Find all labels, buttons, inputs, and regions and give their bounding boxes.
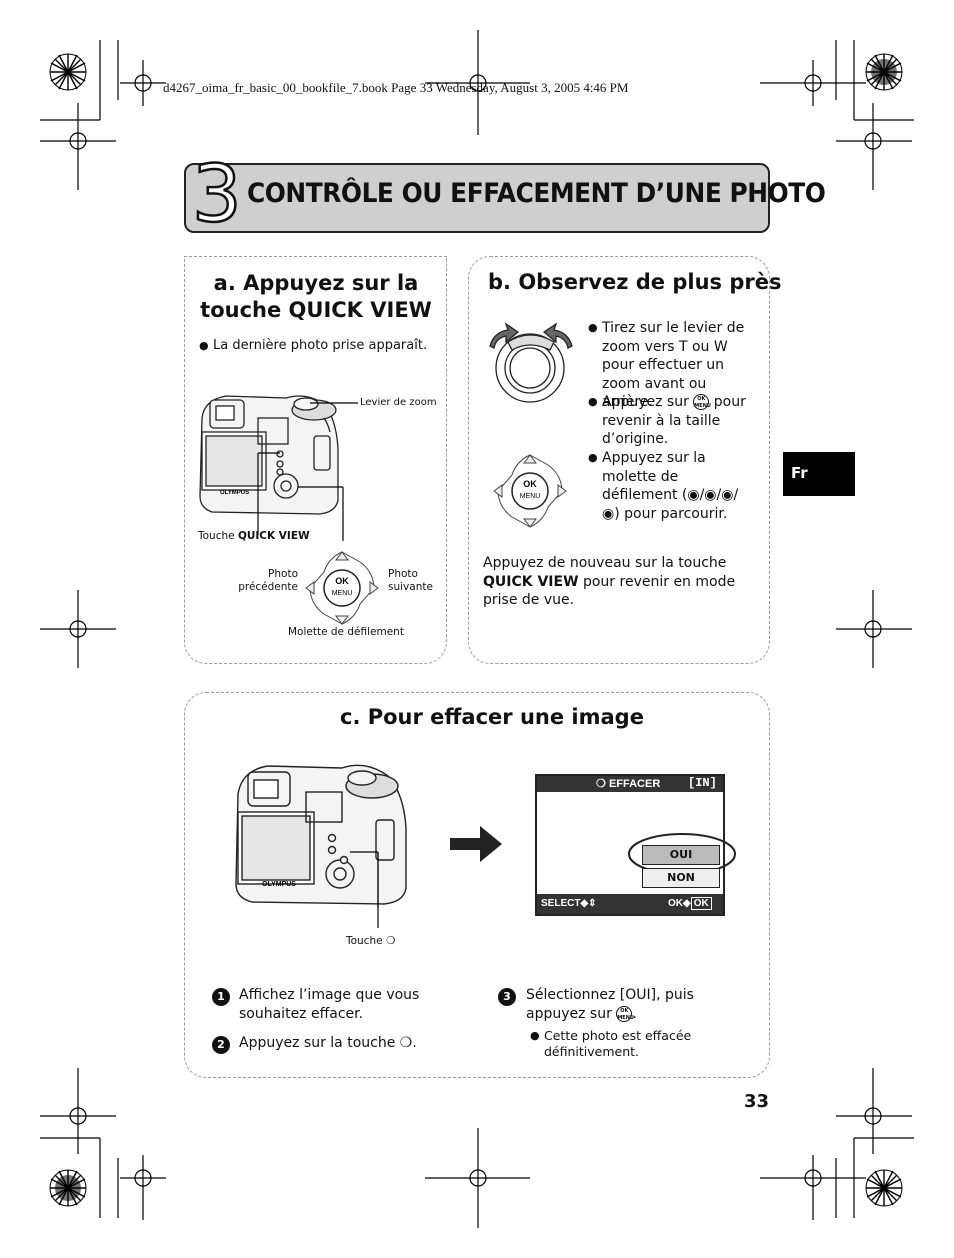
step-3-note: Cette photo est effacée définitivement. <box>530 1028 734 1060</box>
quick-view-return-note: Appuyez de nouveau sur la touche QUICK V… <box>483 555 736 608</box>
lcd-bottom-bar <box>537 894 723 914</box>
step-1-badge: 1 <box>212 985 230 1006</box>
yes-option[interactable]: OUI <box>642 845 720 865</box>
language-tab: Fr <box>783 452 855 496</box>
step-2-badge: 2 <box>212 1033 230 1054</box>
page-number: 33 <box>744 1091 770 1112</box>
file-info: d4267_oima_fr_basic_00_bookfile_7.book P… <box>163 80 629 95</box>
chapter-title-bar <box>184 163 770 233</box>
arrow-right-icon <box>450 826 502 862</box>
step-3-badge: 3 <box>498 985 516 1006</box>
chapter-number: 3 <box>191 149 243 242</box>
chapter-title: CONTRÔLE OU EFFACEMENT D’UNE PHOTO <box>247 178 826 209</box>
lcd-title-bar <box>537 776 723 792</box>
quick-view-label: Touche QUICK VIEW <box>198 530 310 542</box>
svg-text:OLYMPUS: OLYMPUS <box>262 881 296 888</box>
dial-bullet: Appuyez sur la molette de défilement (◉/… <box>588 449 754 523</box>
arrow-pad-icon: OK MENU <box>305 551 379 625</box>
dial-label: Molette de défilement <box>288 626 404 638</box>
section-b-heading: b. Observez de plus près <box>488 270 782 294</box>
camera-back-illustration-2: OLYMPUS <box>235 764 407 908</box>
panel-erase <box>184 692 770 1078</box>
svg-text:MENU: MENU <box>332 590 353 597</box>
prev-photo-label: Photo précédente <box>238 568 298 593</box>
scroll-dial-icon: OK MENU <box>493 454 567 528</box>
zoom-lever-label: Levier de zoom <box>360 397 437 408</box>
lcd-memory-indicator: [IN] <box>688 776 717 790</box>
camera-back-illustration: OLYMPUS <box>199 395 339 515</box>
section-a-bullet: La dernière photo prise apparaît. <box>199 337 427 356</box>
step-2-text: Appuyez sur la touche ❍. <box>239 1035 417 1051</box>
panel-zoom <box>468 256 770 664</box>
svg-text:MENU: MENU <box>520 493 541 500</box>
trash-icon: ❍ <box>399 1035 413 1051</box>
trash-icon: ❍ <box>596 778 606 790</box>
section-c-heading: c. Pour effacer une image <box>340 705 644 729</box>
panel-quick-view <box>184 256 447 664</box>
svg-text:OLYMPUS: OLYMPUS <box>220 490 249 496</box>
section-a-heading: a. Appuyez sur la touche QUICK VIEW <box>200 271 432 322</box>
svg-text:OK: OK <box>335 576 349 586</box>
lcd-erase-title: ❍ EFFACER <box>596 778 661 790</box>
trash-callout-line <box>377 852 379 928</box>
callout-lines <box>257 402 358 541</box>
zoom-lever-icon <box>489 322 573 403</box>
step-1-text: Affichez l’image que vous souhaitez effa… <box>239 987 420 1022</box>
trash-icon: ❍ <box>385 935 396 947</box>
lcd-select-label: SELECT◆⇕ <box>541 898 597 909</box>
trash-button-label: Touche ❍ <box>346 935 396 947</box>
dial-direction-icons: ◉/◉/◉/◉ <box>602 487 739 522</box>
svg-text:OK: OK <box>523 479 537 489</box>
no-option[interactable]: NON <box>642 868 720 888</box>
next-photo-label: Photo suivante <box>388 568 433 593</box>
lcd-ok-label: OK◆OK <box>668 897 712 910</box>
